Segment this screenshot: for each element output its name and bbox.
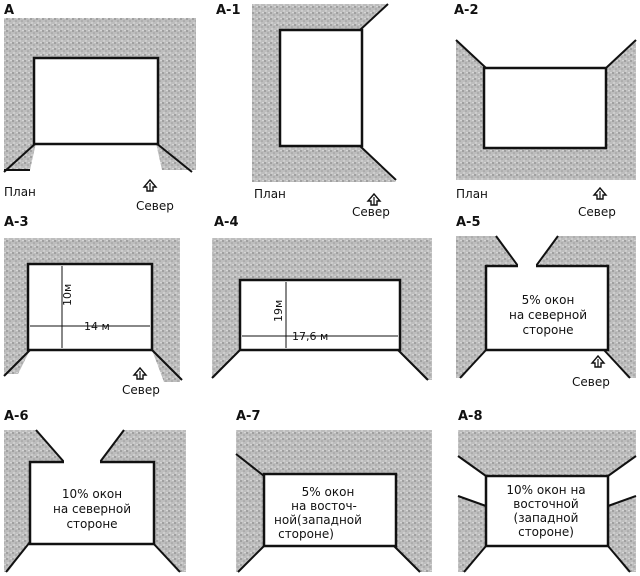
window-note-line: 5% окон <box>302 485 355 499</box>
room-plan <box>484 474 610 548</box>
wall-edge <box>35 429 65 463</box>
panel-label: А-3 <box>4 215 29 230</box>
panel-a2: А-2 План Север <box>454 3 637 219</box>
wall-shading <box>608 496 636 572</box>
window-note-line: на восточ- <box>291 499 357 513</box>
window-note-line: стороне) <box>278 527 334 541</box>
window-note-line: стороне <box>66 517 117 531</box>
window-note-line: стороне) <box>518 525 574 539</box>
window-note-line: восточной <box>513 497 578 511</box>
panel-a5: А-5 5% окон на северной стороне Север <box>456 215 636 389</box>
wall-edge <box>457 455 487 477</box>
wall-shading <box>456 40 636 180</box>
panel-label: А-1 <box>216 3 241 18</box>
wall-edge <box>397 349 429 381</box>
window-note-line: ной(западной <box>274 513 362 527</box>
wall-edge <box>457 495 487 507</box>
wall-shading <box>458 430 636 476</box>
panel-a1: А-1 План Север <box>216 3 397 219</box>
panel-label: А-6 <box>4 409 29 424</box>
window-note-line: стороне <box>522 323 573 337</box>
wall-edge <box>359 3 389 31</box>
window-note-line: на северной <box>509 308 587 322</box>
room-plan <box>484 264 610 352</box>
wall-edge <box>151 349 183 381</box>
width-dimension-label: 17,6 м <box>292 330 328 343</box>
panel-label: А-7 <box>236 409 261 424</box>
room-plan <box>278 28 364 148</box>
wall-edge <box>393 545 421 573</box>
wall-edge <box>3 349 31 377</box>
wall-edge <box>211 349 241 379</box>
room-plan <box>262 472 398 548</box>
north-arrow-icon <box>593 187 607 200</box>
wall-edge <box>5 541 31 573</box>
north-caption: Север <box>572 375 610 389</box>
plan-caption: План <box>4 185 36 199</box>
wall-edge <box>535 235 559 267</box>
north-arrow-icon <box>133 367 147 380</box>
wall-edge <box>607 495 637 507</box>
wall-edge <box>99 429 125 463</box>
width-dimension-label: 14 м <box>84 320 110 333</box>
room-plan <box>482 66 608 150</box>
north-caption: Север <box>352 205 390 219</box>
wall-edge <box>237 545 265 573</box>
wall-edge <box>235 453 265 477</box>
panel-label: А-4 <box>214 215 239 230</box>
wall-shading <box>458 496 486 572</box>
room-plan <box>32 56 160 146</box>
wall-edge <box>603 349 631 379</box>
wall-edge <box>605 39 637 69</box>
wall-edge <box>607 455 637 477</box>
wall-edge <box>3 142 37 173</box>
panel-a6: А-6 10% окон на северной стороне <box>4 409 186 573</box>
panel-label: А-8 <box>458 409 483 424</box>
north-arrow-icon <box>591 355 605 368</box>
panel-a4: А-4 19м 17,6 м <box>211 215 432 381</box>
height-dimension-label: 10м <box>61 284 74 306</box>
wall-edge <box>459 349 487 379</box>
wall-edge <box>607 545 631 573</box>
window-note-line: 10% окон <box>62 487 122 501</box>
window-note-line: на северной <box>53 502 131 516</box>
wall-edge <box>155 142 193 173</box>
panel-a: А План Север <box>3 3 196 213</box>
plan-caption: План <box>456 187 488 201</box>
room-plan <box>238 278 402 352</box>
north-caption: Север <box>136 199 174 213</box>
panel-label: А-2 <box>454 3 479 18</box>
panel-a8: А-8 10% окон на восточной (западной стор… <box>457 409 637 573</box>
window-note-line: 10% окон на <box>506 483 585 497</box>
height-dimension-label: 19м <box>272 300 285 322</box>
panel-a7: А-7 5% окон на восточ- ной(западной стор… <box>235 409 432 573</box>
wall-edge <box>151 541 181 573</box>
plan-caption: План <box>254 187 286 201</box>
room-plan <box>26 262 154 352</box>
window-note-line: 5% окон <box>522 293 575 307</box>
panel-a3: А-3 10м 14 м Север <box>3 215 183 397</box>
north-arrow-icon <box>143 179 157 192</box>
wall-edge <box>455 39 487 69</box>
window-note-line: (западной <box>514 511 579 525</box>
north-caption: Север <box>122 383 160 397</box>
wall-edge <box>463 545 487 573</box>
north-caption: Север <box>578 205 616 219</box>
north-arrow-icon <box>367 193 381 206</box>
wall-edge <box>359 145 397 181</box>
panel-label: А-5 <box>456 215 481 230</box>
wall-edge <box>495 235 519 267</box>
panel-label: А <box>4 3 14 18</box>
